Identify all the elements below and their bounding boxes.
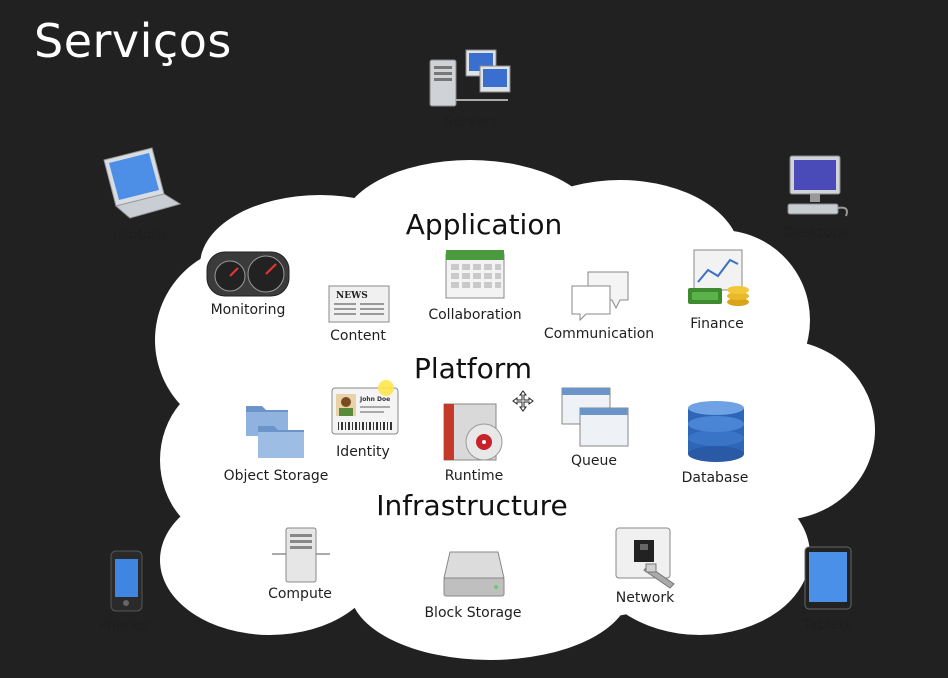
database-icon <box>688 401 744 462</box>
compute-label: Compute <box>268 586 332 602</box>
speech-bubbles-icon <box>571 271 629 322</box>
block-storage-label: Block Storage <box>424 605 522 621</box>
database-label: Database <box>681 470 749 486</box>
servers-label: Servers <box>444 114 498 130</box>
finance-label: Finance <box>690 316 744 332</box>
network-label: Network <box>615 590 675 606</box>
tablets-label: Tablets <box>802 617 852 633</box>
compute-server-icon <box>272 527 330 583</box>
calendar-icon <box>445 250 505 299</box>
hard-drive-icon <box>443 551 505 597</box>
servers-icon <box>429 49 511 107</box>
id-card-icon: John Doe <box>331 380 399 435</box>
communication-label: Communication <box>543 326 655 342</box>
page-title: Serviços <box>34 14 232 68</box>
runtime-label: Runtime <box>444 468 504 484</box>
section-infrastructure: Infrastructure <box>376 489 568 522</box>
tablet-icon <box>804 546 852 610</box>
newspaper-icon: NEWS <box>328 285 390 323</box>
phone-icon <box>110 550 143 612</box>
content-label: Content <box>330 328 386 344</box>
desktops-label: Desktops <box>783 225 849 241</box>
finance-chart-icon <box>688 249 749 306</box>
object-storage-label: Object Storage <box>223 468 329 484</box>
section-platform: Platform <box>413 352 533 385</box>
runtime-box-icon <box>443 403 503 461</box>
folders-icon <box>246 406 304 458</box>
news-text: NEWS <box>336 291 368 301</box>
network-port-icon <box>615 527 675 589</box>
phones-label: Phones <box>98 618 150 634</box>
monitoring-gauge-icon <box>206 251 290 297</box>
move-cursor-icon <box>512 390 534 412</box>
identity-label: Identity <box>336 444 390 460</box>
queue-windows-icon <box>561 387 629 447</box>
john-doe-text: John Doe <box>359 396 390 403</box>
collaboration-label: Collaboration <box>428 307 522 323</box>
laptop-icon <box>103 147 182 219</box>
desktop-icon <box>787 155 848 217</box>
section-application: Application <box>405 208 563 241</box>
laptops-label: Laptops <box>112 227 168 243</box>
queue-label: Queue <box>571 453 617 469</box>
monitoring-label: Monitoring <box>210 302 286 318</box>
